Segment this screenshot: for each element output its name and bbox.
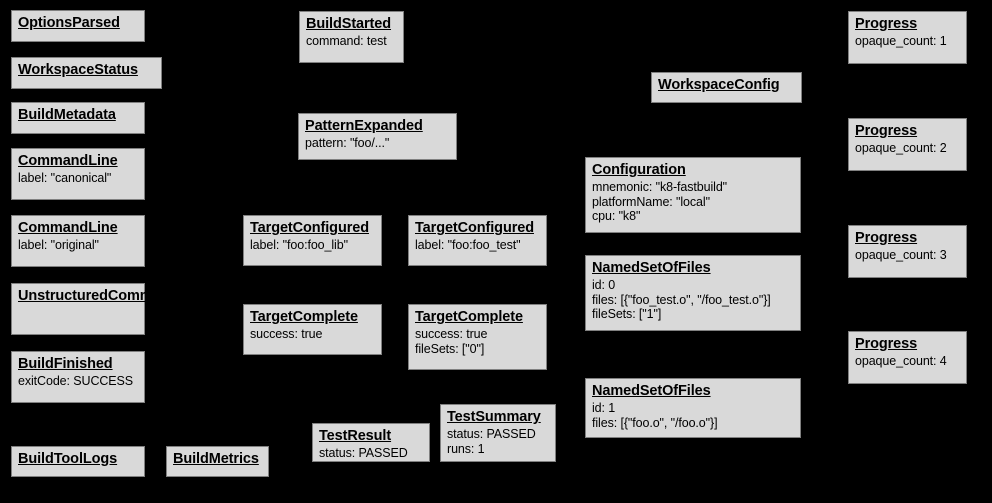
node-title: WorkspaceStatus <box>18 62 138 78</box>
node-title: BuildToolLogs <box>18 451 118 467</box>
node-progress-4[interactable]: Progress opaque_count: 4 <box>848 331 967 384</box>
node-target-complete-foo-lib[interactable]: TargetComplete success: true <box>243 304 382 355</box>
node-test-result[interactable]: TestResult status: PASSED <box>312 423 430 462</box>
node-attribute: platformName: "local" <box>592 194 710 209</box>
node-attributes: success: true <box>250 327 376 341</box>
node-title: Progress <box>855 123 918 139</box>
node-attributes: command: test <box>306 34 398 48</box>
node-attribute: opaque_count: 4 <box>855 354 947 369</box>
node-attribute: fileSets: ["0"] <box>415 341 485 356</box>
node-attributes: label: "original" <box>18 238 139 252</box>
node-title: BuildMetadata <box>18 107 116 123</box>
node-title: Progress <box>855 336 918 352</box>
node-title: CommandLine <box>18 153 118 169</box>
node-title: OptionsParsed <box>18 15 120 31</box>
node-attribute: runs: 1 <box>447 441 485 456</box>
node-title: BuildStarted <box>306 16 392 32</box>
node-title: NamedSetOfFiles <box>592 260 711 276</box>
node-attributes: label: "foo:foo_test" <box>415 238 541 252</box>
node-attributes: opaque_count: 3 <box>855 248 961 262</box>
node-options-parsed[interactable]: OptionsParsed <box>11 10 145 42</box>
node-attributes: mnemonic: "k8-fastbuild"platformName: "l… <box>592 180 795 223</box>
node-title: TargetComplete <box>415 309 523 325</box>
node-attributes: pattern: "foo/..." <box>305 136 451 150</box>
node-attribute: opaque_count: 1 <box>855 34 947 49</box>
node-progress-2[interactable]: Progress opaque_count: 2 <box>848 118 967 171</box>
node-attribute: label: "original" <box>18 238 99 253</box>
node-progress-1[interactable]: Progress opaque_count: 1 <box>848 11 967 64</box>
node-configuration[interactable]: Configuration mnemonic: "k8-fastbuild"pla… <box>585 157 801 233</box>
node-attributes: label: "foo:foo_lib" <box>250 238 376 252</box>
node-title: NamedSetOfFiles <box>592 383 711 399</box>
node-attribute: success: true <box>250 327 323 342</box>
node-attribute: command: test <box>306 34 387 49</box>
node-title: Progress <box>855 16 918 32</box>
node-title: TargetConfigured <box>415 220 534 236</box>
node-title: TestSummary <box>447 409 541 425</box>
node-attribute: mnemonic: "k8-fastbuild" <box>592 180 728 195</box>
node-attribute: label: "foo:foo_test" <box>415 238 521 253</box>
node-build-finished[interactable]: BuildFinished exitCode: SUCCESS <box>11 351 145 403</box>
node-title: Configuration <box>592 162 686 178</box>
node-attribute: label: "foo:foo_lib" <box>250 238 348 253</box>
node-unstructured-command-line[interactable]: UnstructuredCommandLine <box>11 283 208 335</box>
node-workspace-config[interactable]: WorkspaceConfig <box>651 72 802 103</box>
node-attribute: status: PASSED <box>319 446 408 461</box>
node-command-line-original[interactable]: CommandLine label: "original" <box>11 215 145 267</box>
node-attribute: exitCode: SUCCESS <box>18 374 134 389</box>
node-attribute: opaque_count: 2 <box>855 141 947 156</box>
node-attributes: exitCode: SUCCESS <box>18 374 139 388</box>
node-attribute: files: [{"foo_test.o", "/foo_test.o"}] <box>592 292 771 307</box>
node-workspace-status[interactable]: WorkspaceStatus <box>11 57 162 89</box>
node-attribute: files: [{"foo.o", "/foo.o"}] <box>592 415 718 430</box>
node-progress-3[interactable]: Progress opaque_count: 3 <box>848 225 967 278</box>
node-attribute: label: "canonical" <box>18 171 112 186</box>
node-attribute: id: 1 <box>592 401 616 416</box>
node-build-metadata[interactable]: BuildMetadata <box>11 102 145 134</box>
node-attribute: pattern: "foo/..." <box>305 136 390 151</box>
node-attributes: opaque_count: 2 <box>855 141 961 155</box>
node-build-metrics[interactable]: BuildMetrics <box>166 446 269 477</box>
node-attributes: opaque_count: 4 <box>855 354 961 368</box>
node-title: TargetConfigured <box>250 220 369 236</box>
node-attribute: id: 0 <box>592 278 616 293</box>
node-attribute: fileSets: ["1"] <box>592 307 662 322</box>
node-title: PatternExpanded <box>305 118 423 134</box>
node-title: Progress <box>855 230 918 246</box>
node-attribute: opaque_count: 3 <box>855 248 947 263</box>
node-command-line-canonical[interactable]: CommandLine label: "canonical" <box>11 148 145 200</box>
node-attributes: label: "canonical" <box>18 171 139 185</box>
node-attribute: cpu: "k8" <box>592 209 641 224</box>
node-build-started[interactable]: BuildStarted command: test <box>299 11 404 63</box>
node-title: TestResult <box>319 428 392 444</box>
node-title: CommandLine <box>18 220 118 236</box>
node-attribute: status: PASSED <box>447 427 536 442</box>
node-title: UnstructuredCommandLine <box>18 288 208 304</box>
node-attributes: status: PASSED <box>319 446 424 460</box>
node-target-configured-foo-lib[interactable]: TargetConfigured label: "foo:foo_lib" <box>243 215 382 266</box>
node-title: TargetComplete <box>250 309 358 325</box>
node-title: BuildFinished <box>18 356 113 372</box>
node-title: WorkspaceConfig <box>658 77 780 93</box>
node-title: BuildMetrics <box>173 451 259 467</box>
node-target-configured-foo-test[interactable]: TargetConfigured label: "foo:foo_test" <box>408 215 547 266</box>
node-attribute: success: true <box>415 327 488 342</box>
node-build-tool-logs[interactable]: BuildToolLogs <box>11 446 145 477</box>
node-attributes: opaque_count: 1 <box>855 34 961 48</box>
node-pattern-expanded[interactable]: PatternExpanded pattern: "foo/..." <box>298 113 457 160</box>
